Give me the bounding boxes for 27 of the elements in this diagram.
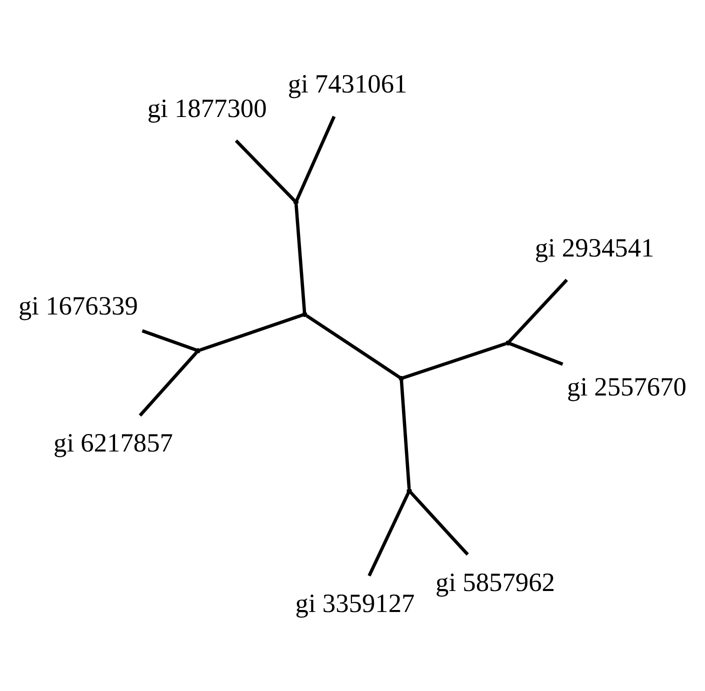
node-text: gi 1877300 [147, 92, 267, 123]
node-point [505, 340, 511, 346]
connector [508, 278, 568, 342]
node-text: gi 2557670 [567, 370, 686, 401]
node-text: gi 6217857 [54, 427, 173, 458]
connector [368, 491, 410, 576]
node-text: gi 2934541 [534, 232, 654, 262]
connector [295, 115, 336, 201]
connector [138, 350, 198, 416]
node-text: gi 5857962 [436, 566, 555, 596]
connector [402, 342, 506, 379]
connector [294, 204, 306, 312]
node-text: gi 1676339 [18, 290, 138, 320]
connector [200, 312, 304, 351]
connector [306, 314, 401, 378]
node-point [406, 488, 412, 493]
connector [509, 342, 564, 366]
connector [234, 139, 296, 202]
node-text: gi 3359127 [295, 587, 415, 618]
node-point [195, 348, 201, 353]
node-text: gi 7431061 [288, 68, 408, 98]
connector [400, 380, 411, 488]
node-point [398, 375, 404, 381]
node-point [302, 311, 308, 316]
connector [410, 490, 469, 556]
connector [142, 328, 197, 352]
node-point [293, 199, 299, 204]
